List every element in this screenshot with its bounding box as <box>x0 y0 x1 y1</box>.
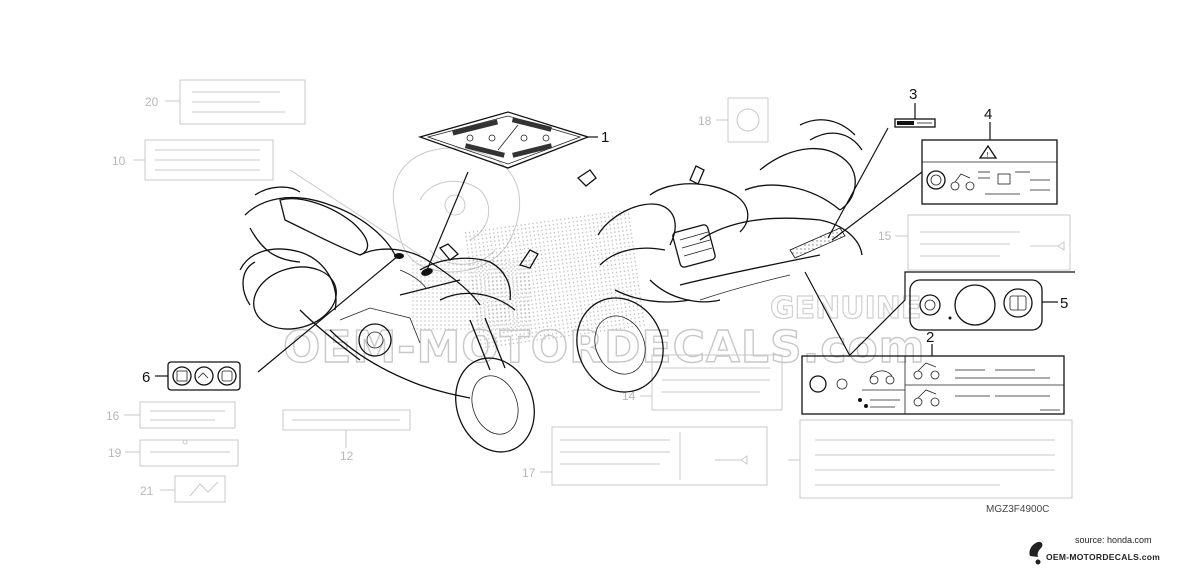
callout-19: 20 <box>145 95 159 109</box>
callout-20: 21 <box>140 484 154 498</box>
label-part-4: ! <box>921 139 1058 205</box>
motorcycle-right-illustration <box>576 119 863 393</box>
callout-14: 15 <box>878 229 892 243</box>
leader-5-to-bike <box>849 271 1075 356</box>
callout-1: 1 <box>601 129 609 146</box>
callout-2: 2 <box>926 329 934 346</box>
callout-18: 19 <box>108 446 122 460</box>
callout-3: 3 <box>909 86 917 103</box>
leader-4-to-bike <box>831 171 923 241</box>
leader-1-to-bike <box>426 171 469 271</box>
faint-parts <box>124 79 1073 503</box>
leader-2-to-bike <box>804 271 851 357</box>
label-part-5 <box>909 279 1043 331</box>
callout-10: 10 <box>112 154 126 168</box>
callout-16: 17 <box>522 466 536 480</box>
callout-15: 16 <box>106 409 120 423</box>
svg-text:!: ! <box>987 152 989 159</box>
callout-4: 4 <box>984 106 992 123</box>
leader-6-to-bike <box>257 255 399 373</box>
source-label: source: honda.com <box>1075 535 1152 545</box>
watermark-text: OEM-MOTORDECALS.com <box>283 322 926 373</box>
leader-3-to-bike <box>827 127 889 239</box>
callout-17: 18 <box>698 114 712 128</box>
label-part-2 <box>801 355 1065 415</box>
diagram-part-code: MGZ3F4900C <box>986 504 1049 515</box>
callout-6: 6 <box>142 369 150 386</box>
label-part-1 <box>417 111 590 169</box>
watermark-genuine: GENUINE <box>770 291 921 326</box>
source-brand: OEM-MOTORDECALS.com <box>1046 552 1160 562</box>
callout-5: 5 <box>1060 295 1068 312</box>
callout-12: 12 <box>340 449 354 463</box>
source-logo-icon <box>1029 541 1043 565</box>
motorcycle-left-illustration <box>239 186 539 453</box>
label-part-6 <box>167 361 241 391</box>
label-part-3 <box>894 118 936 128</box>
